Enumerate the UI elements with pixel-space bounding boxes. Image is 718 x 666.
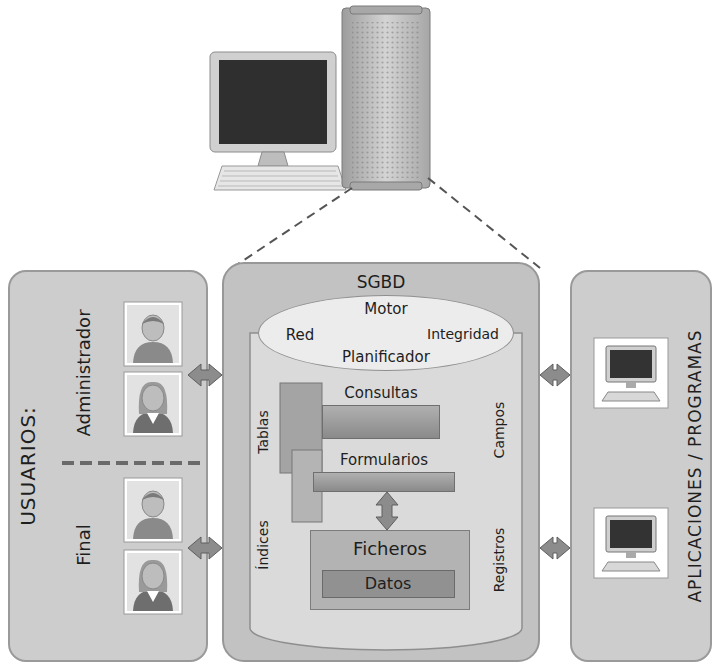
table-sheet	[280, 383, 322, 473]
files-box: Datos Ficheros	[310, 530, 470, 610]
user-icon	[124, 478, 182, 542]
tower-handle	[350, 6, 422, 14]
node-label: Motor	[364, 301, 407, 318]
user-role: Final	[74, 524, 94, 565]
computer-icon	[594, 338, 668, 408]
monitor-stand	[258, 152, 288, 166]
separator-dash	[62, 461, 204, 465]
key-row	[224, 171, 336, 172]
double-arrow	[540, 537, 570, 559]
structure-label: Índices	[256, 520, 271, 569]
computer-icon	[594, 508, 668, 578]
panel-title: APLICACIONES / PROGRAMAS	[686, 329, 705, 602]
node-label: Consultas	[344, 385, 418, 402]
structure-label: Campos	[492, 402, 507, 459]
structure-label: Tablas	[256, 410, 271, 453]
cylinder-body	[250, 333, 522, 650]
node-label: Datos	[365, 575, 412, 593]
node-label: Integridad	[427, 327, 499, 342]
panel-title: USUARIOS:	[17, 406, 39, 526]
monitor-frame	[210, 52, 336, 152]
user-group: Administrador	[60, 292, 188, 460]
query-bar: Consultas	[322, 405, 440, 439]
key-row	[220, 181, 340, 182]
user-group: Final	[60, 470, 188, 642]
engine-ellipse: MotorRed IntegridadPlanificador	[258, 295, 514, 371]
user-icon	[124, 302, 182, 366]
dbms-panel: MotorRed IntegridadPlanificadorConsultasF…	[222, 262, 540, 662]
key-row	[222, 176, 338, 177]
zoom-line	[232, 188, 352, 268]
node-label: SGBD	[357, 273, 406, 292]
node-label: Formularios	[340, 452, 428, 469]
form-bar: Formularios	[313, 472, 455, 492]
data-box: Datos	[322, 570, 455, 598]
monitor-screen	[219, 60, 327, 144]
apps-panel: APLICACIONES / PROGRAMAS	[570, 270, 712, 662]
users-panel: AdministradorFinal USUARIOS:	[8, 270, 208, 662]
double-arrow	[540, 364, 570, 386]
keyboard	[214, 166, 346, 190]
node-label: Red	[286, 327, 315, 344]
tower-grill	[352, 22, 420, 178]
key-row	[218, 186, 342, 187]
structure-label: Registros	[492, 528, 507, 593]
tower-case	[342, 8, 430, 188]
zoom-line	[428, 178, 540, 268]
node-label: Planificador	[342, 349, 430, 366]
node-label: Ficheros	[353, 539, 427, 559]
user-icon	[124, 372, 182, 436]
user-role: Administrador	[74, 309, 94, 436]
tower-foot	[350, 182, 422, 190]
user-icon	[124, 550, 182, 614]
